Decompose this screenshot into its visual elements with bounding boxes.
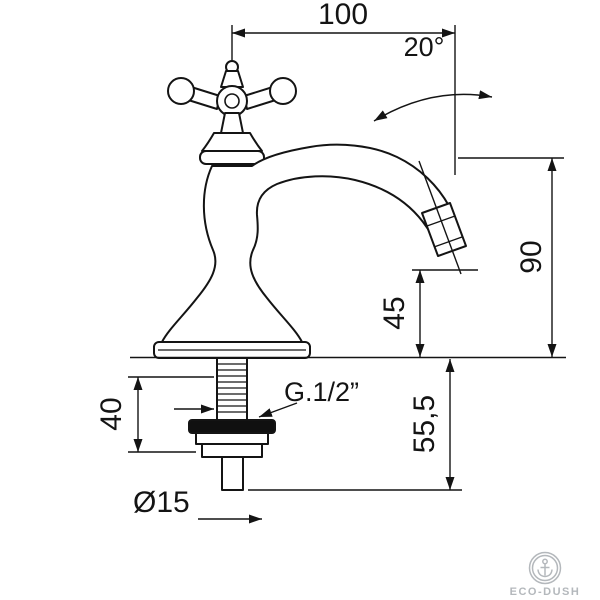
collar-ring — [199, 150, 265, 165]
thread-lines — [218, 363, 246, 413]
handle-hub-inner — [224, 93, 240, 109]
brand-watermark: ECO-DUSH — [510, 551, 581, 598]
faucet-body-spout-outline — [161, 143, 450, 343]
rubber-washer — [188, 419, 276, 434]
anchor-icon — [537, 558, 553, 578]
metal-washer — [195, 432, 269, 445]
nozzle-tip-line — [433, 236, 463, 248]
logo-inner-circle — [531, 554, 559, 582]
brand-name-label: ECO-DUSH — [510, 586, 581, 598]
dim-angle-label: 20° — [404, 32, 445, 62]
threaded-shank — [216, 357, 248, 421]
angle-arc — [373, 90, 493, 122]
handle-knob-neck — [220, 70, 244, 88]
dim-overall-height-label: 90 — [515, 240, 548, 273]
dimension-text-layer: 100 20° 90 45 55,5 40 G.1/2” Ø15 — [95, 0, 548, 519]
dim-top-width-label: 100 — [318, 0, 368, 31]
dim-outlet-height-label: 45 — [378, 296, 411, 329]
handle-right-ball — [269, 77, 297, 105]
handle-hub — [216, 85, 248, 117]
nozzle-axis-line — [418, 160, 462, 275]
shank-stub — [221, 456, 244, 491]
dimension-layer — [128, 25, 566, 524]
thread-leader-arrow — [258, 402, 298, 418]
dim-shank-length-label: 40 — [95, 397, 128, 430]
faucet-figure — [153, 60, 467, 491]
thread-size-label: G.1/2” — [284, 377, 359, 407]
bonnet — [201, 132, 263, 152]
handle-stem — [220, 112, 244, 134]
logo-outer-circle — [528, 551, 562, 585]
stub-diameter-label: Ø15 — [133, 486, 190, 519]
dim-under-height-label: 55,5 — [408, 395, 441, 453]
mounting-nut — [201, 443, 263, 458]
handle-left-ball — [167, 77, 195, 105]
